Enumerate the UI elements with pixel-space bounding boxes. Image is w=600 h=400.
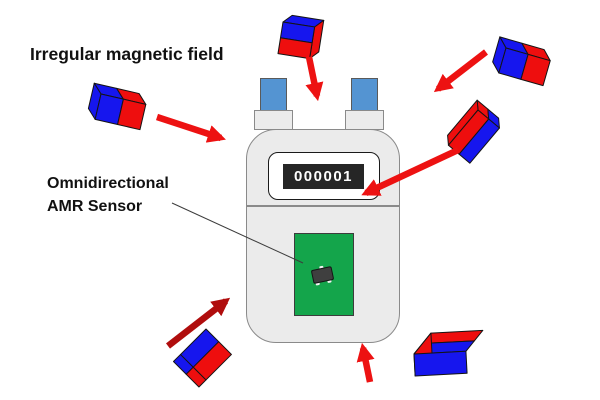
sensor-label-line2: AMR Sensor <box>47 198 143 215</box>
magnet-top-right <box>492 36 551 87</box>
magnet-right <box>447 99 500 164</box>
meter-divider-line <box>247 205 399 207</box>
arrow-bottom-left <box>166 297 231 349</box>
meter-pipe-right <box>351 78 378 112</box>
sensor-pcb <box>294 233 354 316</box>
arrow-top <box>305 56 324 102</box>
arrow-top-right <box>433 49 488 93</box>
page-title: Irregular magnetic field <box>30 44 224 64</box>
sensor-label-line1: Omnidirectional <box>47 175 169 192</box>
magnet-bottom-left <box>172 328 232 388</box>
magnet-bottom-right <box>413 329 484 377</box>
arrow-right <box>361 147 460 196</box>
meter-counter-value: 000001 <box>293 168 354 185</box>
arrow-left <box>155 113 226 143</box>
magnet-left <box>87 82 147 131</box>
meter-counter-display: 000001 <box>283 164 364 189</box>
arrow-bottom <box>356 342 375 383</box>
sensor-leader-line <box>171 202 304 264</box>
sensor-label: Omnidirectional AMR Sensor <box>47 172 169 218</box>
magnet-top <box>277 14 325 60</box>
